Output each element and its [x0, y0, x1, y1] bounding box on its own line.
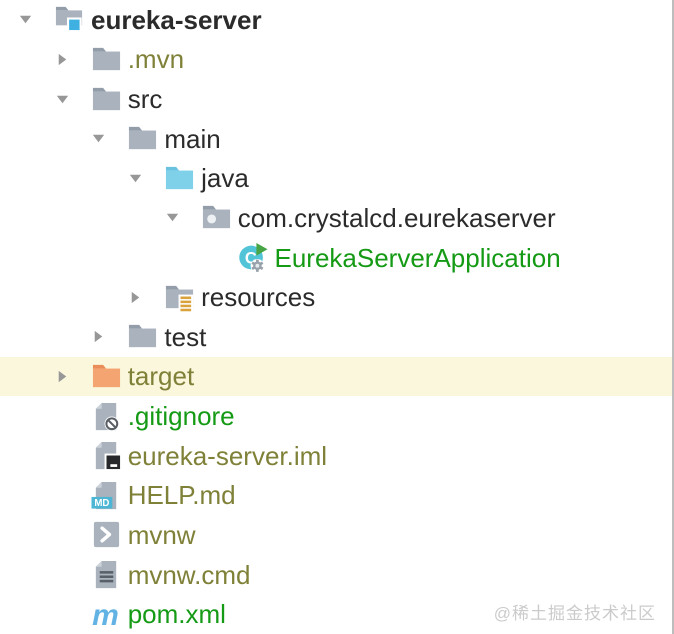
text-file-icon: [91, 559, 126, 590]
tree-row[interactable]: target: [0, 356, 672, 397]
tree-item-label: main: [164, 123, 221, 154]
tree-item-label: java: [201, 163, 249, 194]
tree-item-label: mvnw.cmd: [127, 559, 251, 590]
watermark: @稀土掘金技术社区: [493, 604, 656, 623]
tree-row[interactable]: .gitignore: [0, 396, 672, 436]
tree-row[interactable]: mvnw: [0, 515, 672, 555]
tree-row[interactable]: pom.xml: [0, 594, 672, 634]
markdown-file-icon: [91, 480, 126, 511]
tree-row[interactable]: com.crystalcd.eurekaserver: [0, 198, 672, 238]
tree-item-label: src: [127, 84, 163, 115]
chevron-down-icon[interactable]: [164, 209, 201, 226]
chevron-down-icon[interactable]: [54, 91, 91, 108]
tree-row[interactable]: EurekaServerApplication: [0, 238, 672, 278]
chevron-right-icon[interactable]: [127, 289, 164, 306]
resources-folder-icon: [164, 282, 199, 313]
tree-row[interactable]: .mvn: [0, 40, 672, 80]
tree-row[interactable]: main: [0, 119, 672, 159]
package-icon: [201, 202, 236, 233]
chevron-down-icon[interactable]: [90, 130, 127, 147]
chevron-right-icon[interactable]: [54, 51, 91, 68]
tree-row[interactable]: eureka-server.iml: [0, 436, 672, 476]
folder-icon: [91, 84, 126, 115]
tree-row[interactable]: HELP.md: [0, 476, 672, 516]
chevron-down-icon[interactable]: [17, 11, 54, 28]
tree-item-label: eureka-server: [91, 4, 262, 35]
tree-item-label: resources: [201, 282, 316, 313]
folder-icon: [127, 123, 162, 154]
folder-icon: [91, 44, 126, 75]
project-folder-icon: [54, 4, 89, 35]
chevron-down-icon[interactable]: [127, 170, 164, 187]
tree-item-label: pom.xml: [127, 599, 226, 630]
tree-row[interactable]: java: [0, 159, 672, 199]
tree-item-label: eureka-server.iml: [127, 440, 328, 471]
tree-item-label: mvnw: [127, 519, 196, 550]
java-folder-icon: [164, 163, 199, 194]
tree-row[interactable]: mvnw.cmd: [0, 555, 672, 595]
class-run-icon: [238, 242, 273, 273]
tree-row[interactable]: resources: [0, 277, 672, 317]
module-file-icon: [91, 440, 126, 471]
shell-script-icon: [91, 519, 126, 550]
tree-item-label: test: [164, 321, 207, 352]
maven-pom-icon: [91, 599, 126, 630]
chevron-right-icon[interactable]: [90, 328, 127, 345]
tree-item-label: com.crystalcd.eurekaserver: [237, 202, 556, 233]
chevron-right-icon[interactable]: [54, 368, 91, 385]
tree-item-label: EurekaServerApplication: [274, 242, 561, 273]
tree-item-label: .gitignore: [127, 401, 235, 432]
tree-row[interactable]: test: [0, 317, 672, 357]
tree-item-label: .mvn: [127, 44, 185, 75]
git-ignored-file-icon: [91, 401, 126, 432]
tree-row[interactable]: src: [0, 79, 672, 119]
tree-item-label: target: [127, 361, 195, 392]
tree-item-label: HELP.md: [127, 480, 236, 511]
excluded-folder-icon: [91, 361, 126, 392]
folder-icon: [127, 321, 162, 352]
tree-row[interactable]: eureka-server: [0, 0, 672, 40]
